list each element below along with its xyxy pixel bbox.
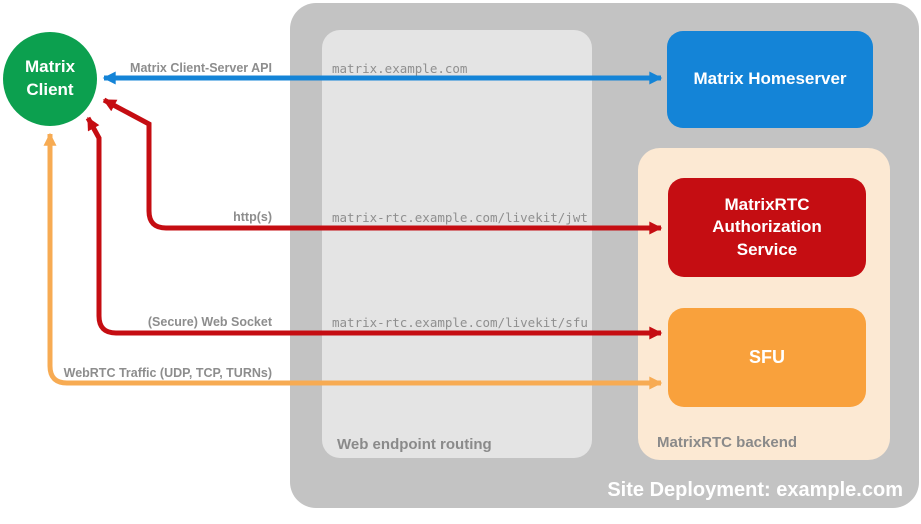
matrix-client-node: Matrix Client: [3, 32, 97, 126]
https-label: http(s): [233, 210, 272, 224]
matrixrtc-auth-service-node: MatrixRTC Authorization Service: [668, 178, 866, 277]
matrix-homeserver-node: Matrix Homeserver: [667, 31, 873, 128]
matrix-client-label: Matrix Client: [24, 57, 76, 99]
sfu-node: SFU: [668, 308, 866, 407]
webrtc-label: WebRTC Traffic (UDP, TCP, TURNs): [63, 366, 272, 380]
matrix-homeserver-label: Matrix Homeserver: [693, 69, 847, 89]
matrixrtc-auth-service-label: MatrixRTC Authorization Service: [712, 195, 822, 259]
web-endpoint-routing-box: [322, 30, 592, 458]
sfu-label: SFU: [749, 346, 785, 367]
websocket-label: (Secure) Web Socket: [147, 315, 272, 329]
